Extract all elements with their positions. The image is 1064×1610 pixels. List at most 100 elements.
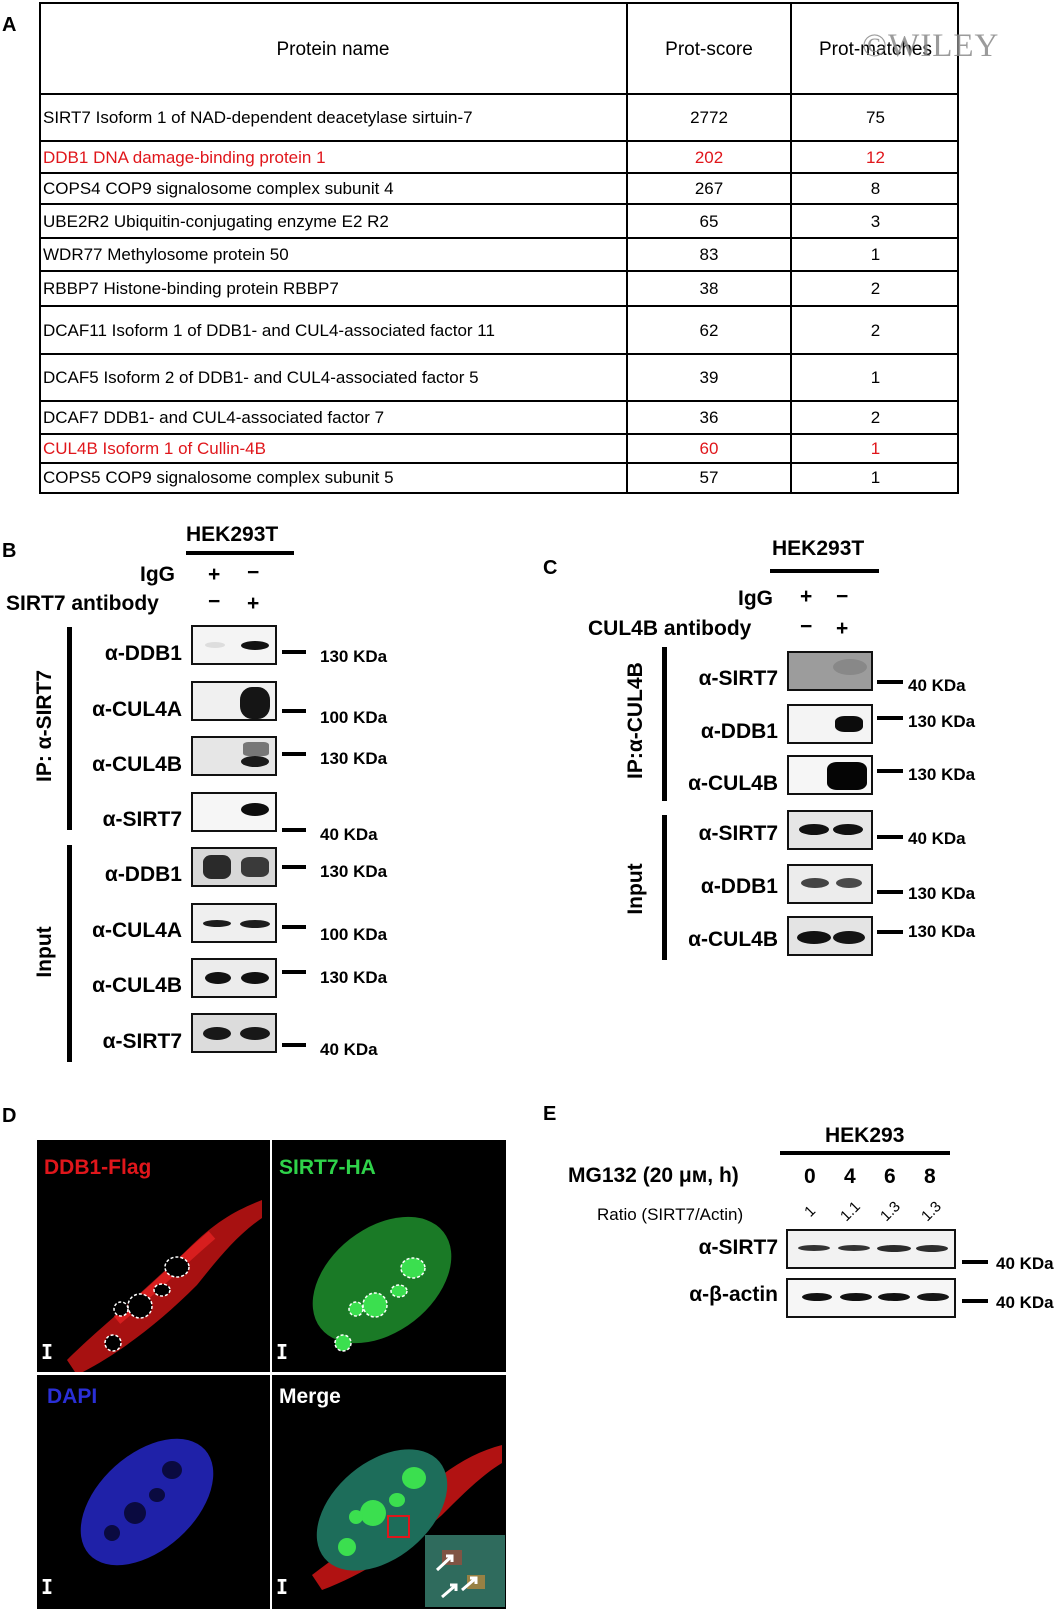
prot-score: 202 — [626, 142, 790, 173]
lane-sign: + — [836, 617, 849, 640]
prot-matches: 2 — [790, 402, 959, 434]
prot-matches: 3 — [790, 205, 959, 238]
table-row: RBBP7 Histone-binding protein RBBP7 38 2 — [41, 270, 957, 306]
input-group-label: Input — [624, 863, 647, 915]
ratio-value: 1.3 — [877, 1198, 904, 1225]
antibody-label: α-β-actin — [689, 1283, 778, 1306]
cell-line-underline — [186, 551, 294, 555]
antibody-label: α-SIRT7 — [102, 808, 182, 831]
micrograph-dapi: DAPI I — [37, 1375, 270, 1609]
mw-marker — [282, 970, 306, 974]
protein-name: CUL4B Isoform 1 of Cullin-4B — [43, 439, 266, 458]
antibody-label: α-SIRT7 — [698, 1236, 778, 1259]
condition-label-antibody: SIRT7 antibody — [6, 592, 159, 615]
prot-score: 38 — [626, 272, 790, 306]
scale-bar: I — [276, 1575, 289, 1599]
prot-matches: 1 — [790, 239, 959, 271]
mw-label: 130 KDa — [908, 712, 976, 731]
antibody-label: α-SIRT7 — [102, 1030, 182, 1053]
panel-b-letter: B — [2, 540, 17, 562]
blot-image — [786, 1278, 956, 1318]
antibody-label: α-DDB1 — [104, 642, 182, 665]
table-row-highlighted: DDB1 DNA damage-binding protein 1 202 12 — [41, 140, 957, 173]
panel-d-letter: D — [2, 1105, 17, 1127]
panel-e-letter: E — [543, 1103, 557, 1125]
ip-bracket — [67, 627, 72, 830]
blot-image — [191, 736, 277, 776]
header-prot-matches: Prot-matches — [790, 4, 959, 95]
treatment-label: MG132 (20 μм, h) — [568, 1164, 739, 1187]
blot-image — [191, 1013, 277, 1053]
mw-label: 100 KDa — [320, 708, 388, 727]
micrograph-ddb1-flag: DDB1-Flag I — [37, 1140, 270, 1372]
prot-score: 2772 — [626, 95, 790, 141]
antibody-label: α-SIRT7 — [698, 667, 778, 690]
lane-sign: + — [247, 592, 260, 615]
timepoint: 0 — [804, 1165, 816, 1188]
cell-line-label: HEK293T — [186, 523, 279, 546]
prot-score: 36 — [626, 402, 790, 434]
timepoint: 6 — [884, 1165, 896, 1188]
table-row-highlighted: CUL4B Isoform 1 of Cullin-4B 60 1 — [41, 433, 957, 463]
protein-name: DCAF5 Isoform 2 of DDB1- and CUL4-associ… — [43, 368, 479, 387]
lane-sign: + — [208, 563, 221, 586]
panel-a-letter: A — [2, 14, 17, 36]
protein-name: DCAF11 Isoform 1 of DDB1- and CUL4-assoc… — [43, 320, 495, 340]
blot-image — [191, 903, 277, 943]
prot-score: 65 — [626, 205, 790, 238]
lane-sign: − — [208, 590, 221, 613]
input-bracket — [67, 845, 72, 1062]
mw-label: 130 KDa — [908, 765, 976, 784]
protein-name: DCAF7 DDB1- and CUL4-associated factor 7 — [43, 408, 385, 427]
mw-label: 130 KDa — [320, 647, 388, 666]
condition-label-antibody: CUL4B antibody — [588, 617, 752, 640]
blot-image — [787, 704, 873, 744]
header-protein-name: Protein name — [276, 38, 390, 60]
mw-label: 40 KDa — [908, 829, 966, 848]
header-prot-score: Prot-score — [626, 4, 790, 95]
blot-image — [191, 625, 277, 665]
antibody-label: α-CUL4A — [92, 698, 182, 721]
antibody-label: α-SIRT7 — [698, 822, 778, 845]
lane-sign: − — [247, 561, 260, 584]
blot-image — [786, 1229, 956, 1269]
protein-name: WDR77 Methylosome protein 50 — [43, 245, 289, 264]
blot-image — [787, 651, 873, 691]
protein-name: COPS4 COP9 signalosome complex subunit 4 — [43, 179, 394, 198]
lane-sign: + — [800, 585, 813, 608]
mw-label: 130 KDa — [908, 884, 976, 903]
input-group-label: Input — [33, 926, 56, 978]
protein-name: COPS5 COP9 signalosome complex subunit 5 — [43, 468, 394, 487]
mw-label: 130 KDa — [908, 922, 976, 941]
prot-score: 39 — [626, 355, 790, 401]
blot-image — [191, 792, 277, 832]
mw-marker — [962, 1260, 988, 1264]
table-row: DCAF5 Isoform 2 of DDB1- and CUL4-associ… — [41, 353, 957, 401]
mw-marker — [877, 680, 903, 684]
mw-label: 40 KDa — [908, 676, 966, 695]
prot-score: 57 — [626, 464, 790, 492]
antibody-label: α-CUL4B — [92, 753, 182, 776]
lane-sign: − — [800, 615, 813, 638]
channel-label: SIRT7-HA — [279, 1156, 376, 1179]
protein-name: RBBP7 Histone-binding protein RBBP7 — [43, 279, 339, 298]
prot-matches: 1 — [790, 355, 959, 401]
mw-marker — [282, 925, 306, 929]
micrograph-merge: Merge I — [272, 1375, 506, 1609]
mw-marker — [877, 930, 903, 934]
blot-image — [191, 958, 277, 998]
ratio-value: 1.3 — [918, 1198, 945, 1225]
blot-image — [191, 847, 277, 887]
table-header-row: Protein name Prot-score Prot-matches — [41, 4, 957, 95]
protein-name: UBE2R2 Ubiquitin-conjugating enzyme E2 R… — [43, 211, 389, 231]
mw-label: 130 KDa — [320, 862, 388, 881]
blot-image — [787, 864, 873, 904]
cell-line-underline — [770, 569, 879, 573]
cell-line-label: HEK293T — [772, 537, 865, 560]
ip-group-label: IP:α-CUL4B — [624, 662, 647, 779]
ip-group-label: IP: α-SIRT7 — [33, 669, 56, 782]
scale-bar: I — [276, 1340, 289, 1364]
timepoint: 8 — [924, 1165, 936, 1188]
table-row: SIRT7 Isoform 1 of NAD-dependent deacety… — [41, 93, 957, 141]
antibody-label: α-CUL4B — [688, 772, 778, 795]
